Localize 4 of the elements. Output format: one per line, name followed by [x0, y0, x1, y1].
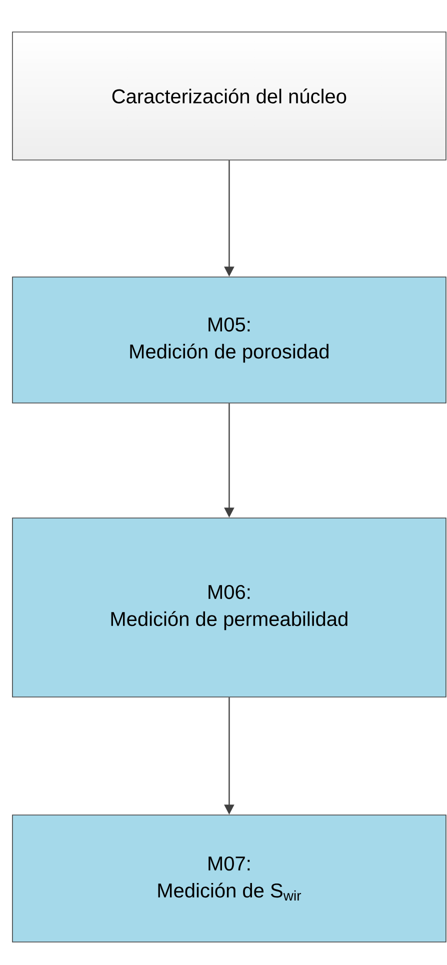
process-box: M05: Medición de porosidad [12, 276, 446, 404]
process-box: M06: Medición de permeabilidad [12, 518, 446, 698]
process-box: Caracterización del núcleo [12, 32, 446, 160]
process-box: M07: Medición de S$_{wir}$ [12, 814, 446, 942]
